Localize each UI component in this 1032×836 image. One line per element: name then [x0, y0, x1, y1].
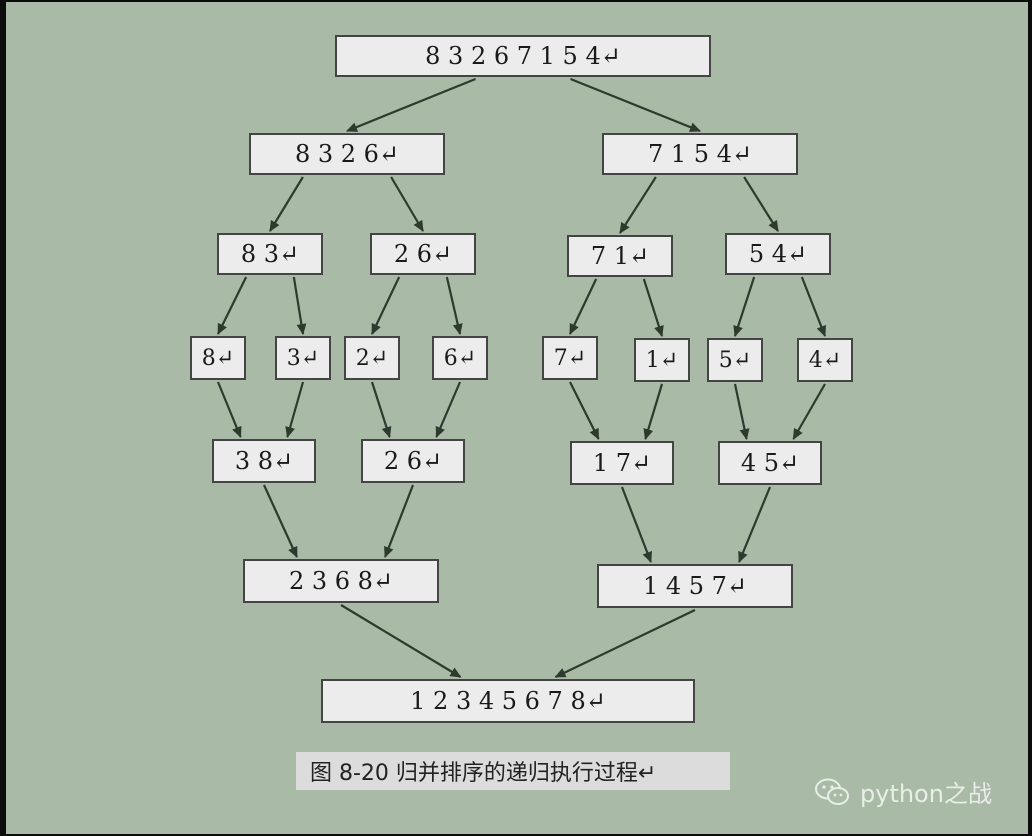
node-m17: 1 7↵	[570, 441, 674, 485]
node-final: 1 2 3 4 5 6 7 8↵	[321, 679, 695, 723]
arrow-m26-to-m2368	[384, 484, 415, 558]
node-label: 1↵	[645, 347, 679, 373]
watermark: python之战	[814, 774, 992, 809]
node-label: 5↵	[718, 347, 752, 373]
arrow-r2b-to-s4	[800, 276, 827, 337]
arrow-m38-to-m2368	[262, 484, 298, 558]
node-label: 4↵	[808, 347, 842, 373]
arrow-l1-to-l2a	[269, 176, 304, 232]
arrow-m17-to-m1457	[620, 486, 652, 563]
node-label: 7 1↵	[590, 242, 650, 270]
node-m45: 4 5↵	[718, 441, 822, 485]
arrow-s2-to-m26	[370, 381, 392, 438]
arrow-s5-to-m45	[733, 383, 750, 440]
arrow-m2368-to-final	[340, 604, 462, 678]
node-s6: 6↵	[432, 336, 488, 380]
node-m2368: 2 3 6 8↵	[243, 559, 439, 603]
arrow-l2a-to-s8	[217, 276, 248, 335]
arrow-l2b-to-s6	[445, 276, 463, 335]
arrow-layer	[216, 77, 827, 678]
node-label: 1 2 3 4 5 6 7 8↵	[410, 687, 606, 715]
node-label: 7↵	[553, 345, 587, 371]
wechat-icon	[815, 778, 849, 805]
node-m1457: 1 4 5 7↵	[597, 564, 793, 608]
node-label: 2 6↵	[393, 240, 453, 268]
node-r0: 8 3 2 6 7 1 5 4↵	[335, 35, 711, 77]
node-label: 7 1 5 4↵	[647, 140, 753, 168]
arrow-r2b-to-s5	[733, 276, 756, 337]
node-label: 2 6↵	[383, 447, 443, 475]
arrow-m45-to-m1457	[738, 486, 772, 563]
node-s2: 2↵	[344, 336, 400, 380]
node-m26: 2 6↵	[361, 439, 465, 483]
node-s5: 5↵	[707, 338, 763, 382]
node-r2b: 5 4↵	[725, 233, 831, 275]
node-r1: 7 1 5 4↵	[602, 133, 798, 175]
arrow-r0-to-r1	[570, 77, 701, 133]
arrow-l1-to-l2b	[390, 176, 424, 232]
node-s3: 3↵	[275, 336, 331, 380]
node-s4: 4↵	[797, 338, 853, 382]
node-label: 1 7↵	[592, 449, 652, 477]
arrow-l2a-to-s3	[292, 276, 307, 335]
arrow-s7-to-m17	[569, 381, 600, 440]
arrow-s8-to-m38	[216, 381, 242, 438]
arrow-m1457-to-final	[554, 609, 696, 678]
figure-caption: 图 8-20 归并排序的递归执行过程↵	[296, 752, 730, 790]
node-l2a: 8 3↵	[217, 233, 323, 275]
node-s8: 8↵	[190, 336, 246, 380]
node-s1: 1↵	[634, 338, 690, 382]
arrow-r1-to-r2b	[743, 176, 779, 232]
node-m38: 3 8↵	[212, 439, 316, 483]
arrow-s1-to-m17	[643, 383, 664, 440]
arrow-r2a-to-s1	[642, 278, 664, 337]
arrow-r0-to-l1	[346, 77, 476, 133]
watermark-text: python之战	[860, 780, 992, 808]
node-label: 3 8↵	[234, 447, 294, 475]
node-l1: 8 3 2 6↵	[249, 133, 445, 175]
node-label: 2↵	[355, 345, 389, 371]
node-label: 5 4↵	[748, 240, 808, 268]
arrow-r2a-to-s7	[569, 278, 598, 335]
arrow-s3-to-m38	[285, 381, 305, 438]
node-label: 8↵	[201, 345, 235, 371]
diagram-canvas: 8 3 2 6 7 1 5 4↵ 8 3 2 6↵ 7 1 5 4↵ 8 3↵ …	[6, 2, 1028, 834]
arrow-r1-to-r2a	[619, 176, 657, 234]
node-label: 6↵	[443, 345, 477, 371]
node-r2a: 7 1↵	[567, 235, 673, 277]
arrow-s6-to-m26	[435, 381, 462, 438]
arrow-l2b-to-s2	[371, 276, 401, 335]
node-label: 8 3↵	[240, 240, 300, 268]
node-label: 4 5↵	[740, 449, 800, 477]
node-s7: 7↵	[542, 336, 598, 380]
node-label: 1 4 5 7↵	[642, 572, 748, 600]
node-l2b: 2 6↵	[370, 233, 476, 275]
arrow-s4-to-m45	[792, 383, 826, 440]
node-label: 2 3 6 8↵	[288, 567, 394, 595]
node-label: 8 3 2 6 7 1 5 4↵	[425, 42, 621, 70]
node-label: 8 3 2 6↵	[294, 140, 400, 168]
node-label: 3↵	[286, 345, 320, 371]
